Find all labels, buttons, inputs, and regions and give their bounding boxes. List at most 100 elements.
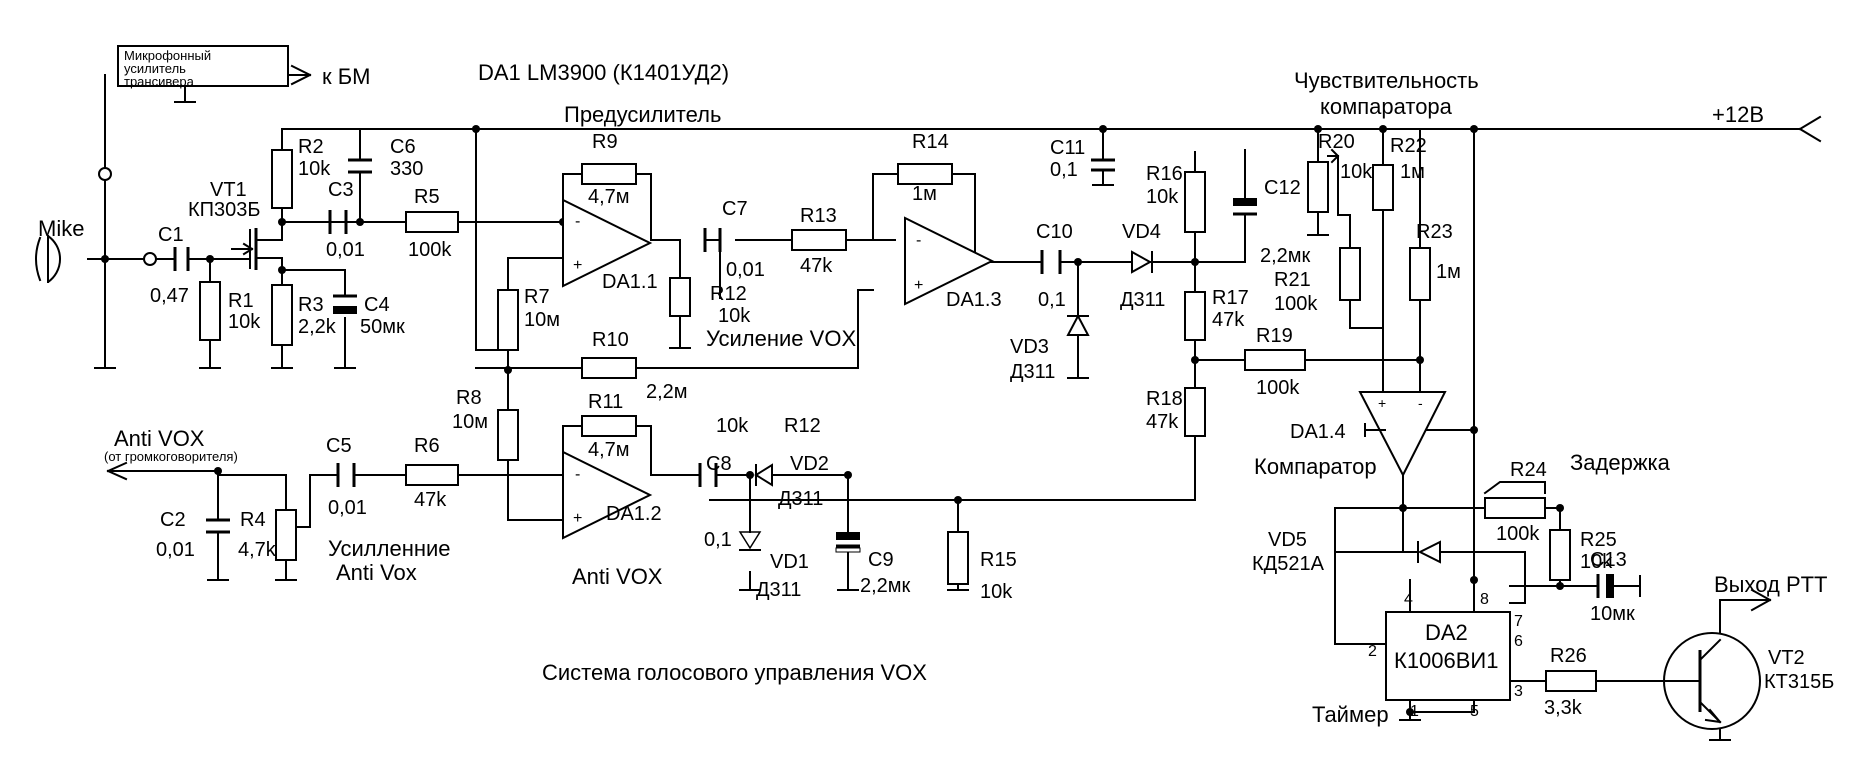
vt1-value: КП303Б <box>188 199 261 221</box>
r19-name: R19 <box>1256 325 1293 347</box>
da1-2-label: DA1.2 <box>606 503 662 525</box>
opamps <box>562 198 1447 540</box>
r9-value: 4,7м <box>588 186 630 208</box>
resistor-r12 <box>669 277 691 317</box>
ptt-out-label: Выход PTT <box>1714 572 1828 597</box>
capacitor-c9 <box>835 532 861 553</box>
c7-value: 0,01 <box>726 259 765 281</box>
resistor-r11 <box>581 415 637 437</box>
resistor-r20 <box>1307 161 1329 213</box>
vd3-name: VD3 <box>1010 336 1049 358</box>
capacitor-c12 <box>1233 198 1257 233</box>
opamp3-minus: - <box>916 232 921 249</box>
resistor-r6 <box>405 464 459 486</box>
r17-value: 47k <box>1212 309 1245 331</box>
diagram-title: Система голосового управления VOX <box>542 660 927 685</box>
da1-4-label: DA1.4 <box>1290 421 1346 443</box>
r12b-value: 10k <box>716 415 749 437</box>
mike-label: Mike <box>38 216 84 241</box>
r7-name: R7 <box>524 286 550 308</box>
diode-vd5 <box>1399 540 1441 564</box>
resistor-r7 <box>497 289 519 351</box>
vd2-name: VD2 <box>790 453 829 475</box>
resistor-r26 <box>1545 670 1597 692</box>
vd3-value: Д311 <box>1010 361 1055 383</box>
vt2-value: КТ315Б <box>1764 671 1834 693</box>
r2-name: R2 <box>298 136 324 158</box>
resistor-r14 <box>897 163 953 185</box>
r12-value: 10k <box>718 305 751 327</box>
r10-value: 2,2м <box>646 381 688 403</box>
c10-value: 0,1 <box>1038 289 1066 311</box>
mic-amp-line1: Микрофонный <box>124 48 211 63</box>
c8-value: 0,1 <box>704 529 732 551</box>
opamp4-minus: - <box>1418 395 1423 411</box>
r13-name: R13 <box>800 205 837 227</box>
resistor-r23 <box>1409 247 1431 301</box>
c9-value: 2,2мк <box>860 575 911 597</box>
r1-name: R1 <box>228 290 254 312</box>
diode-vd4 <box>1131 250 1157 274</box>
opamp1-plus: + <box>573 257 582 274</box>
diodes <box>738 250 1441 564</box>
c4-value: 50мк <box>360 316 405 338</box>
chip-label: DA1 LM3900 (К1401УД2) <box>478 60 729 85</box>
r8-value: 10м <box>452 411 488 433</box>
opamp-da1-1 <box>562 198 653 288</box>
r21-value: 100k <box>1274 293 1318 315</box>
r25-name: R25 <box>1580 529 1617 551</box>
r5-value: 100k <box>408 239 452 261</box>
c12-name: C12 <box>1264 177 1301 199</box>
resistors <box>199 148 1597 692</box>
opamp-da1-2 <box>562 450 653 540</box>
capacitor-c1 <box>173 247 190 271</box>
resistor-r19 <box>1244 349 1306 371</box>
r4-name: R4 <box>240 509 266 531</box>
opamp3-plus: + <box>914 277 923 294</box>
sensitivity-line2: компаратора <box>1320 94 1453 119</box>
r26-value: 3,3k <box>1544 697 1583 719</box>
r24-value: 100k <box>1496 523 1540 545</box>
opamp-da1-3 <box>904 216 995 306</box>
r25-value: 10k <box>1580 551 1613 573</box>
resistor-r17 <box>1184 291 1206 341</box>
r10-name: R10 <box>592 329 629 351</box>
resistor-r3 <box>271 284 293 346</box>
c9-name: C9 <box>868 549 894 571</box>
c6-value: 330 <box>390 158 423 180</box>
da2-pin5: 5 <box>1470 703 1479 720</box>
da2-pin1: 1 <box>1410 703 1419 720</box>
da2-pin3: 3 <box>1514 683 1523 700</box>
r5-name: R5 <box>414 186 440 208</box>
r22-value: 1м <box>1400 161 1425 183</box>
vox-gain-label: Усиление VOX <box>706 326 856 351</box>
capacitor-c4 <box>333 294 357 314</box>
r16-value: 10k <box>1146 186 1179 208</box>
capacitor-c3 <box>328 210 348 234</box>
da2-pin8: 8 <box>1480 591 1489 608</box>
capacitor-c11 <box>1091 158 1115 172</box>
r2-value: 10k <box>298 158 331 180</box>
r15-name: R15 <box>980 549 1017 571</box>
da1-3-label: DA1.3 <box>946 289 1002 311</box>
to-bm-label: к БМ <box>322 64 371 89</box>
resistor-r9 <box>581 163 637 185</box>
anti-vox-gain-line2: Anti Vox <box>336 560 417 585</box>
r20-value: 10k <box>1340 161 1373 183</box>
mic-amp-line3: трансивера <box>124 74 195 89</box>
r26-name: R26 <box>1550 645 1587 667</box>
capacitor-c13 <box>1596 574 1614 598</box>
anti-vox-input-label: Anti VOX <box>114 426 205 451</box>
junctions <box>101 125 1564 716</box>
r8-name: R8 <box>456 387 482 409</box>
capacitor-c6 <box>348 158 372 174</box>
r6-name: R6 <box>414 435 440 457</box>
vd5-value: КД521А <box>1252 553 1325 575</box>
resistor-r21 <box>1339 247 1361 301</box>
c6-name: C6 <box>390 136 416 158</box>
vt2-name: VT2 <box>1768 647 1805 669</box>
r12-name: R12 <box>710 283 747 305</box>
r23-value: 1м <box>1436 261 1461 283</box>
r18-name: R18 <box>1146 388 1183 410</box>
